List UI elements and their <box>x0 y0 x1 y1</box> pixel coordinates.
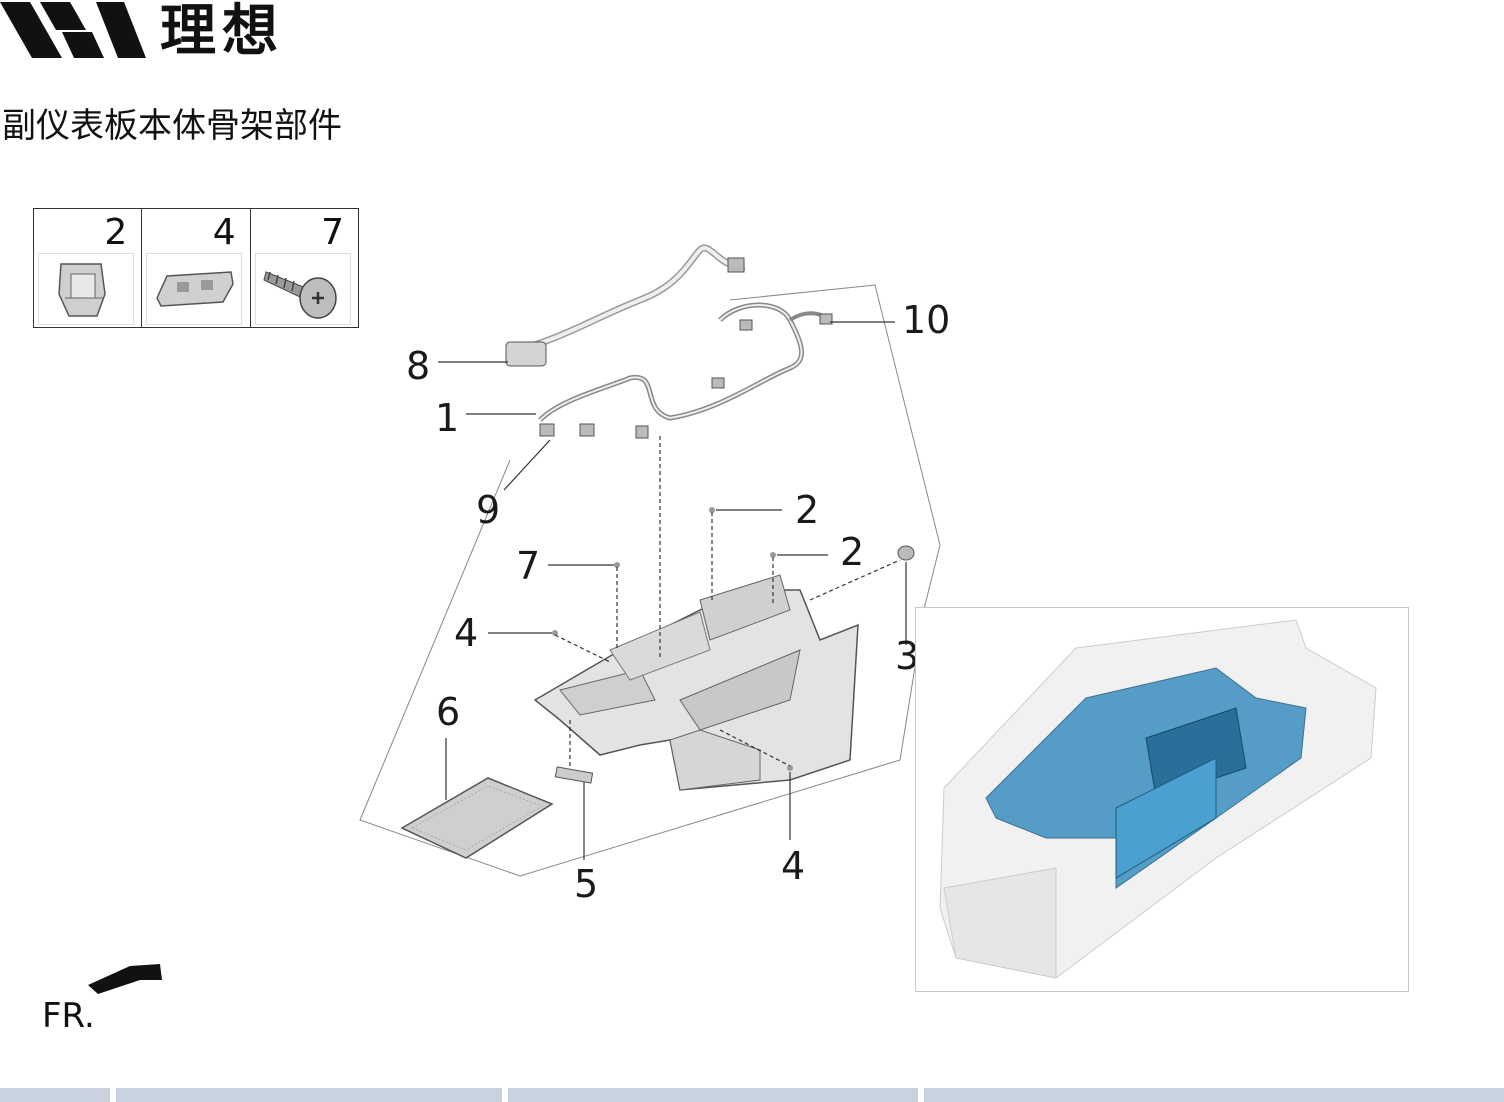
part-5 <box>554 766 594 784</box>
harness-1 <box>538 302 805 422</box>
bracket-clip-icon <box>146 253 243 325</box>
page-title: 副仪表板本体骨架部件 <box>2 106 342 146</box>
li-auto-logo-icon <box>0 2 146 58</box>
inset-part-cell: 2 <box>34 209 143 327</box>
callout-8: 8 <box>406 344 431 388</box>
group-boundary <box>359 284 941 877</box>
brand-name: 理想 <box>160 0 284 64</box>
front-arrow-icon <box>88 964 162 994</box>
callout-7: 7 <box>516 544 541 588</box>
console-location-icon <box>939 619 1377 979</box>
front-label: FR. <box>42 996 95 1036</box>
inset-part-cell: 4 <box>142 209 251 327</box>
inset-part-number: 2 <box>104 212 128 253</box>
inset-part-number: 4 <box>212 212 236 253</box>
inset-part-number: 7 <box>321 212 344 253</box>
location-preview <box>915 607 1409 992</box>
footer-cell <box>116 1088 502 1102</box>
callout-4a: 4 <box>454 611 479 655</box>
footer-cell <box>924 1088 1504 1102</box>
inset-parts-table: 2 4 7 <box>33 208 359 328</box>
console-frame <box>533 574 859 791</box>
callout-10: 10 <box>902 298 951 342</box>
screw-icon <box>254 253 351 325</box>
inset-part-cell: 7 <box>251 209 358 327</box>
callout-5: 5 <box>574 862 599 906</box>
callout-6: 6 <box>436 690 461 734</box>
part-3 <box>897 545 915 561</box>
harness-8 <box>509 244 746 356</box>
callout-4b: 4 <box>781 844 806 888</box>
callout-1: 1 <box>435 396 460 440</box>
clip-icon <box>38 253 134 325</box>
callout-2a: 2 <box>795 488 820 532</box>
leader-lines <box>438 321 907 860</box>
assembly-lines <box>554 436 901 768</box>
footer-cell <box>0 1088 110 1102</box>
callout-9: 9 <box>476 488 501 532</box>
callout-2b: 2 <box>840 530 865 574</box>
footer-bar <box>0 1088 1504 1102</box>
mat-6 <box>400 777 554 859</box>
footer-cell <box>508 1088 918 1102</box>
